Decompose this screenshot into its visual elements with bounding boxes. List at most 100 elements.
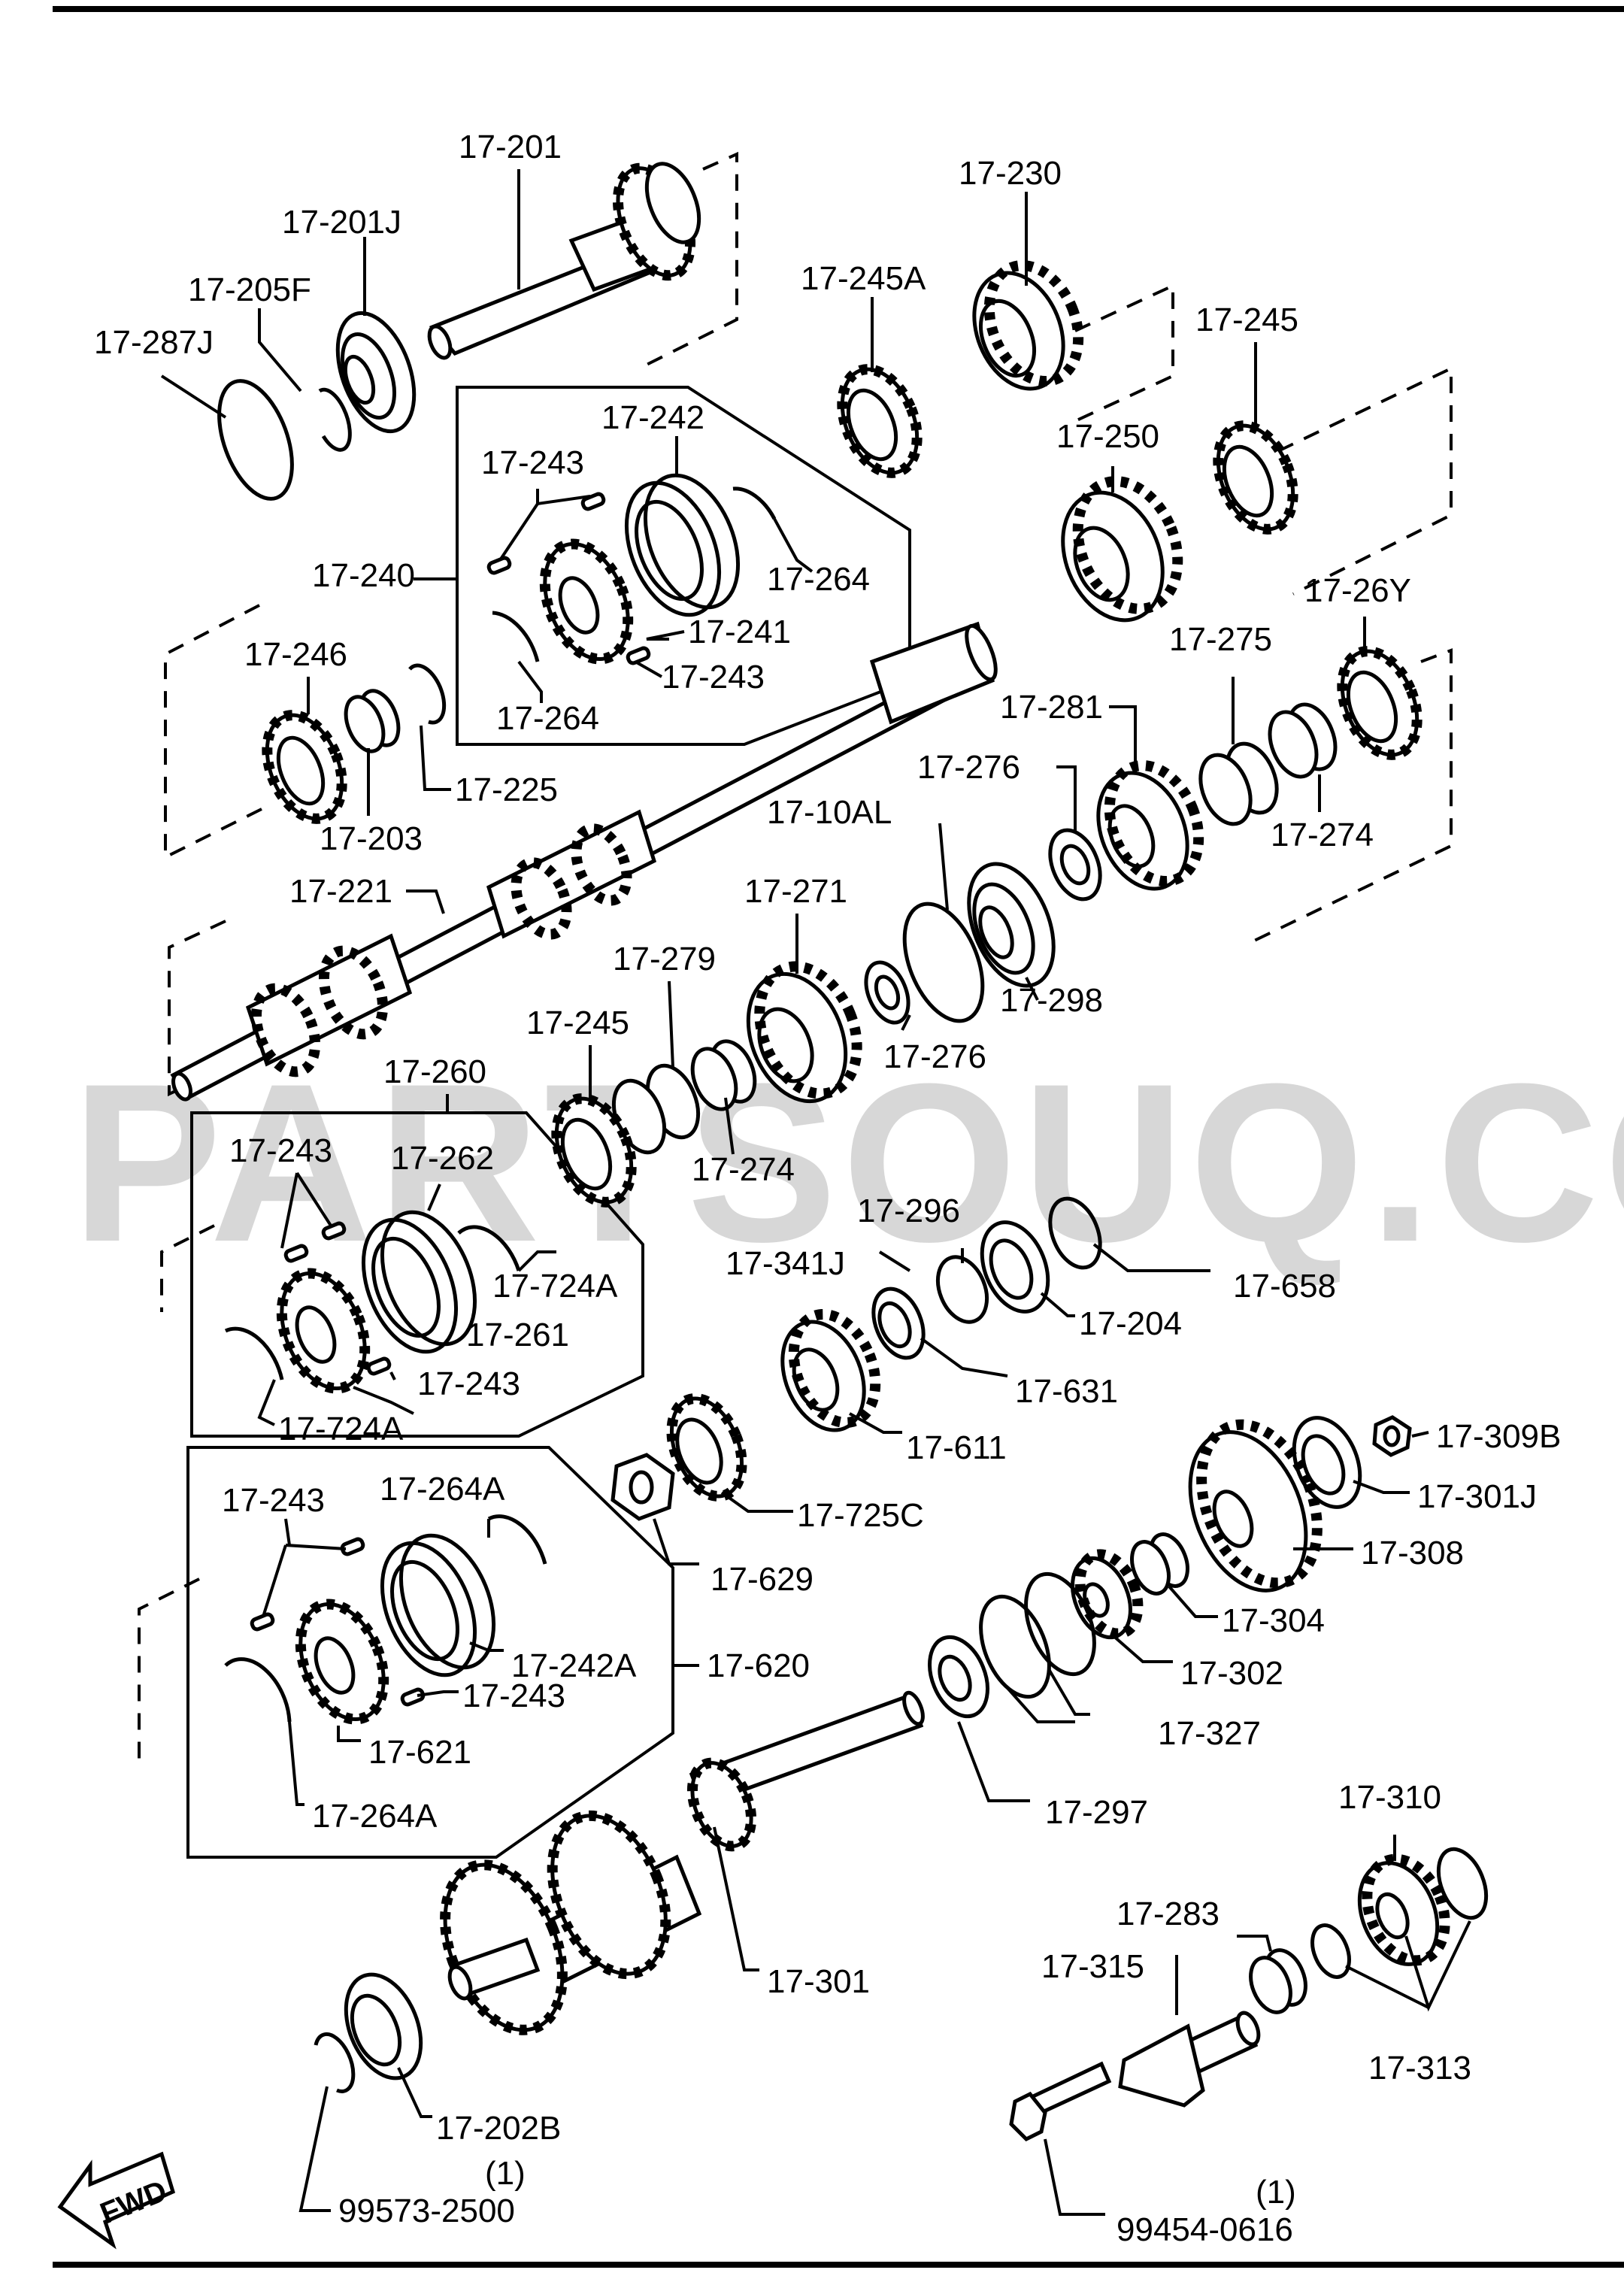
group-box-17-620 bbox=[186, 1446, 674, 1859]
snap-ring-99573-2500 bbox=[314, 2032, 356, 2093]
label-17-10AL: 17-10AL bbox=[767, 794, 892, 831]
label-17-203: 17-203 bbox=[320, 820, 423, 857]
needle-bearing-17-203 bbox=[344, 689, 401, 753]
label-17-264A-a: 17-264A bbox=[380, 1471, 505, 1508]
ring-17-313-b bbox=[1310, 1923, 1351, 1979]
label-17-298: 17-298 bbox=[1000, 982, 1103, 1019]
dash-17-620 bbox=[138, 1577, 200, 1767]
label-17-243-a: 17-243 bbox=[481, 444, 584, 481]
label-17-275: 17-275 bbox=[1169, 621, 1272, 658]
spring-17-264-b bbox=[492, 611, 540, 662]
label-17-302: 17-302 bbox=[1180, 1655, 1283, 1692]
seal-17-297 bbox=[928, 1635, 989, 1719]
label-99573-2500: 99573-2500 bbox=[338, 2193, 515, 2229]
synchro-ring-17-245-mid bbox=[551, 1093, 637, 1208]
label-17-287J: 17-287J bbox=[94, 324, 214, 361]
gear-17-281 bbox=[1096, 760, 1204, 891]
label-17-725C: 17-725C bbox=[797, 1497, 924, 1534]
label-17-301J: 17-301J bbox=[1417, 1478, 1537, 1515]
key-17-243-h bbox=[340, 1537, 365, 1556]
label-17-243-e: 17-243 bbox=[222, 1482, 325, 1519]
synchro-ring-17-245A bbox=[837, 364, 923, 478]
key-17-243-g bbox=[250, 1612, 275, 1632]
qty-99573-2500: (1) bbox=[485, 2155, 526, 2192]
collar-17-631 bbox=[871, 1286, 926, 1360]
label-17-204: 17-204 bbox=[1079, 1305, 1182, 1342]
label-17-262: 17-262 bbox=[391, 1140, 494, 1177]
spring-17-264A-b bbox=[224, 1657, 292, 1723]
label-17-264-b: 17-264 bbox=[496, 700, 599, 737]
ring-17-287J bbox=[217, 379, 294, 501]
label-17-327: 17-327 bbox=[1158, 1715, 1261, 1752]
label-17-243-f: 17-243 bbox=[462, 1677, 565, 1714]
group-box-17-260 bbox=[190, 1111, 644, 1438]
label-17-242A: 17-242A bbox=[511, 1647, 637, 1684]
label-17-260: 17-260 bbox=[383, 1053, 486, 1090]
washer-17-276-a bbox=[1048, 828, 1102, 902]
label-17-724A-a: 17-724A bbox=[492, 1268, 618, 1305]
synchro-ring-17-26Y bbox=[1337, 646, 1423, 760]
spring-17-264-a bbox=[732, 486, 777, 520]
key-17-243-e bbox=[321, 1221, 347, 1241]
idler-shaft-17-315 bbox=[1118, 2011, 1261, 2108]
gear-17-230 bbox=[972, 260, 1084, 391]
label-17-250: 17-250 bbox=[1056, 418, 1159, 455]
bushing-17-304 bbox=[1130, 1532, 1189, 1596]
label-17-225: 17-225 bbox=[455, 771, 558, 808]
ring-17-10AL bbox=[902, 902, 985, 1023]
dash-input-shaft bbox=[638, 151, 738, 370]
needle-bearing-17-283 bbox=[1249, 1948, 1307, 2014]
key-17-243-i bbox=[400, 1687, 426, 1707]
label-17-245-mid: 17-245 bbox=[526, 1005, 629, 1041]
hub-17-621 bbox=[295, 1599, 389, 1725]
label-17-283: 17-283 bbox=[1116, 1896, 1220, 1932]
label-17-274-b: 17-274 bbox=[692, 1151, 795, 1188]
synchro-ring-17-246 bbox=[262, 710, 347, 824]
spring-17-264A-a bbox=[487, 1514, 547, 1565]
nut-17-309B bbox=[1372, 1415, 1412, 1457]
label-17-611: 17-611 bbox=[906, 1429, 1007, 1466]
label-17-241: 17-241 bbox=[688, 614, 791, 650]
label-17-245A: 17-245A bbox=[801, 260, 926, 297]
label-17-230: 17-230 bbox=[959, 155, 1062, 192]
label-17-261: 17-261 bbox=[466, 1317, 569, 1353]
label-17-297: 17-297 bbox=[1045, 1794, 1148, 1831]
watermark: PARTSOUQ.COM bbox=[71, 1036, 1624, 1289]
hub-17-261 bbox=[276, 1268, 371, 1394]
gear-17-310 bbox=[1357, 1853, 1450, 1966]
label-17-276-b: 17-276 bbox=[883, 1038, 986, 1075]
input-shaft-17-201 bbox=[427, 162, 701, 360]
label-17-620: 17-620 bbox=[707, 1647, 810, 1684]
label-17-26Y: 17-26Y bbox=[1304, 572, 1411, 609]
label-17-621: 17-621 bbox=[368, 1734, 471, 1771]
label-17-310: 17-310 bbox=[1338, 1779, 1441, 1816]
label-17-281: 17-281 bbox=[1000, 689, 1103, 726]
label-17-629: 17-629 bbox=[710, 1561, 814, 1598]
sleeve-17-242A bbox=[380, 1533, 496, 1677]
label-17-264-a: 17-264 bbox=[767, 561, 870, 598]
bushing-17-275 bbox=[1198, 741, 1279, 826]
label-17-201: 17-201 bbox=[459, 129, 562, 165]
main-shaft-17-221 bbox=[170, 621, 998, 1102]
label-17-242: 17-242 bbox=[601, 399, 704, 436]
label-17-631: 17-631 bbox=[1015, 1373, 1118, 1410]
bearing-17-298 bbox=[967, 862, 1056, 988]
label-17-201J: 17-201J bbox=[282, 204, 401, 241]
gear-17-271 bbox=[746, 961, 862, 1104]
label-17-276-a: 17-276 bbox=[917, 749, 1020, 786]
label-17-304: 17-304 bbox=[1222, 1602, 1325, 1639]
label-17-724A-b: 17-724A bbox=[278, 1411, 404, 1447]
washer-17-276-b bbox=[864, 960, 910, 1025]
label-17-245-top: 17-245 bbox=[1195, 302, 1298, 338]
dash-17-230 bbox=[1074, 283, 1174, 423]
label-17-205F: 17-205F bbox=[188, 271, 311, 308]
hub-17-241 bbox=[539, 538, 634, 665]
label-17-315: 17-315 bbox=[1041, 1948, 1144, 1985]
label-17-296: 17-296 bbox=[857, 1193, 960, 1229]
ring-17-327-a bbox=[1024, 1571, 1096, 1677]
gear-17-611 bbox=[780, 1308, 881, 1432]
spring-17-724A-a bbox=[457, 1225, 521, 1271]
label-17-243-d: 17-243 bbox=[417, 1365, 520, 1402]
bearing-17-204 bbox=[980, 1220, 1050, 1314]
